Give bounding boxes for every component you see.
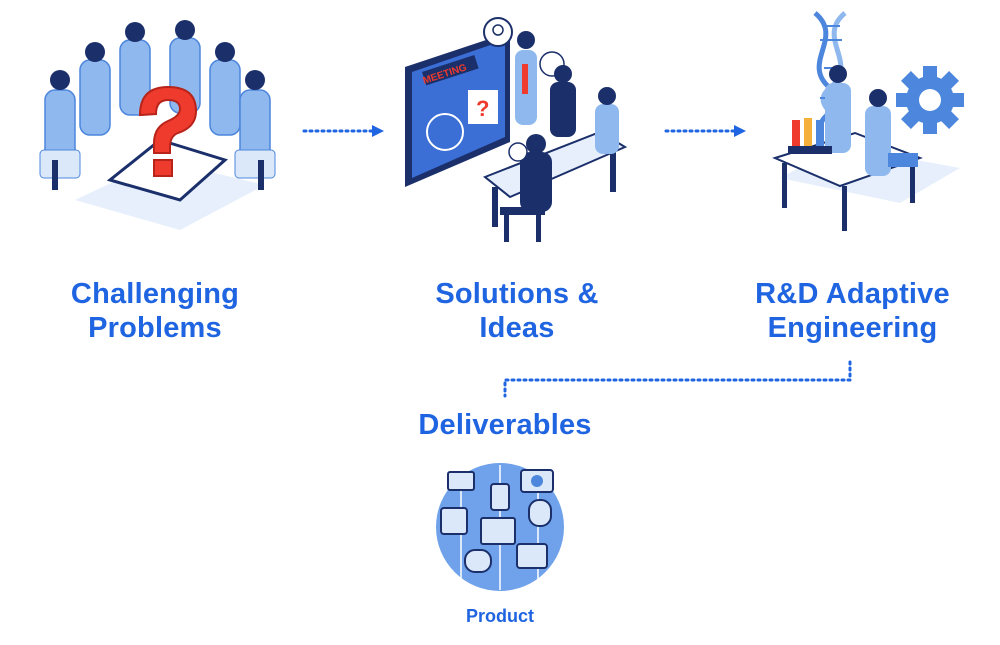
elbow-connector (503, 360, 852, 398)
step-2-line-1: Solutions & (435, 278, 599, 310)
arrow-connector-2 (664, 125, 746, 137)
step-2-line-2: Ideas (479, 312, 555, 344)
step-3-line-1: R&D Adaptive (755, 278, 950, 310)
step-3-line-2: Engineering (767, 312, 938, 344)
lab-dna-gear-icon (772, 11, 964, 231)
step-label-challenging-problems: Challenging Problems (40, 277, 270, 345)
step-label-solutions-ideas: Solutions & Ideas (402, 277, 632, 345)
product-circle-icon (436, 463, 564, 591)
step-1-line-2: Problems (88, 312, 222, 344)
arrow-connector-1 (302, 125, 384, 137)
meeting-icon: MEETING ? (405, 17, 628, 242)
group-question-icon (39, 20, 276, 230)
step-1-line-1: Challenging (70, 278, 240, 310)
step-label-rd-adaptive-engineering: R&D Adaptive Engineering (720, 277, 985, 345)
deliverables-title: Deliverables (418, 409, 592, 441)
svg-text:?: ? (476, 96, 489, 121)
product-label: Product (465, 606, 534, 626)
